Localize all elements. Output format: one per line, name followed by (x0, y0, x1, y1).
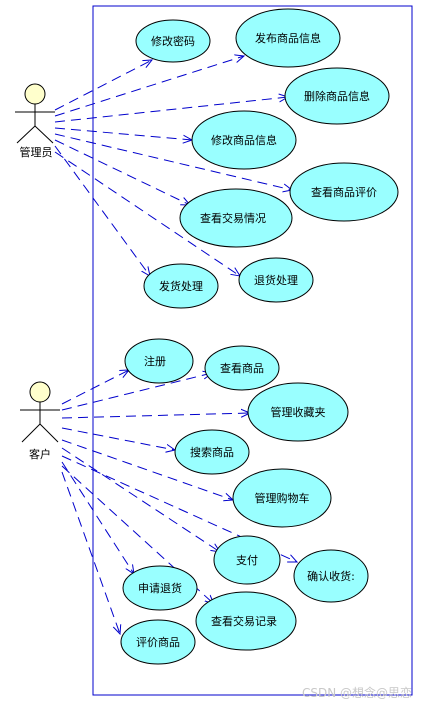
usecase-edit-product[interactable]: 修改商品信息 (191, 110, 297, 170)
association-arrow (61, 461, 134, 574)
usecase-publish-product[interactable]: 发布商品信息 (235, 8, 341, 68)
usecase-label: 申请退货 (138, 581, 182, 595)
actor-admin-label: 管理员 (20, 145, 53, 159)
actor-admin-head (24, 83, 46, 105)
usecase-label: 查看商品 (220, 361, 264, 375)
association-arrow (61, 465, 214, 604)
usecase-label: 查看商品评价 (311, 185, 377, 199)
actor-customer-left-leg (21, 423, 41, 443)
usecase-label: 退货处理 (254, 273, 298, 287)
association-arrow (54, 145, 150, 276)
usecase-confirm-receipt[interactable]: 确认收货: (293, 549, 369, 603)
usecase-manage-cart[interactable]: 管理购物车 (232, 468, 332, 528)
usecase-rate-product[interactable]: 评价商品 (120, 619, 196, 665)
actor-admin-left-leg (16, 125, 36, 144)
actor-customer-right-leg (39, 423, 59, 443)
actor-admin[interactable]: 管理员 (15, 83, 55, 159)
association-arrow (61, 439, 233, 500)
usecase-view-transactions[interactable]: 查看交易情况 (179, 188, 293, 248)
usecase-pay[interactable]: 支付 (213, 535, 281, 585)
system-boundary (92, 5, 413, 696)
usecase-label: 发货处理 (159, 279, 203, 293)
usecase-label: 注册 (144, 354, 166, 368)
association-arrow (61, 427, 175, 450)
association-arrow (61, 370, 129, 405)
usecase-view-product[interactable]: 查看商品 (204, 345, 280, 391)
association-arrow (61, 373, 212, 411)
actor-customer-label: 客户 (29, 447, 51, 461)
usecase-label: 管理收藏夹 (271, 405, 326, 419)
actor-customer[interactable]: 客户 (20, 381, 60, 461)
watermark: CSDN @想念@思恋 (302, 685, 412, 700)
usecase-label: 确认收货: (307, 569, 355, 583)
association-arrow (61, 413, 250, 419)
usecase-label: 查看交易情况 (200, 211, 266, 225)
usecase-label: 管理购物车 (255, 491, 310, 505)
association-arrow (61, 471, 120, 634)
usecase-label: 支付 (236, 554, 258, 567)
association-arrow (54, 127, 192, 140)
usecase-manage-favorites[interactable]: 管理收藏夹 (247, 382, 349, 442)
usecase-label: 搜索商品 (190, 445, 234, 459)
usecase-label: 评价商品 (136, 635, 180, 649)
usecase-search-product[interactable]: 搜索商品 (174, 429, 250, 475)
actor-customer-head (29, 381, 51, 403)
usecase-label: 修改商品信息 (211, 133, 277, 147)
usecase-label: 删除商品信息 (304, 89, 370, 103)
association-arrow (54, 151, 240, 276)
association-arrow (54, 60, 152, 111)
usecase-handle-returns[interactable]: 退货处理 (238, 257, 314, 303)
usecase-view-reviews[interactable]: 查看商品评价 (289, 162, 399, 222)
usecase-change-password[interactable]: 修改密码 (135, 19, 211, 63)
usecase-ship-order[interactable]: 发货处理 (143, 263, 219, 309)
usecase-request-return[interactable]: 申请退货 (122, 565, 198, 611)
actor-admin-right-leg (34, 125, 54, 144)
association-arrow (54, 133, 292, 190)
association-arrow (54, 56, 244, 117)
association-arrow (54, 97, 288, 123)
usecase-register[interactable]: 注册 (124, 338, 194, 384)
association-arrow (54, 139, 190, 205)
usecase-label: 发布商品信息 (255, 31, 321, 45)
usecase-label: 查看交易记录 (211, 614, 277, 628)
usecase-delete-product[interactable]: 删除商品信息 (284, 67, 390, 125)
usecase-view-transaction-history[interactable]: 查看交易记录 (195, 591, 297, 651)
usecase-label: 修改密码 (151, 34, 195, 48)
